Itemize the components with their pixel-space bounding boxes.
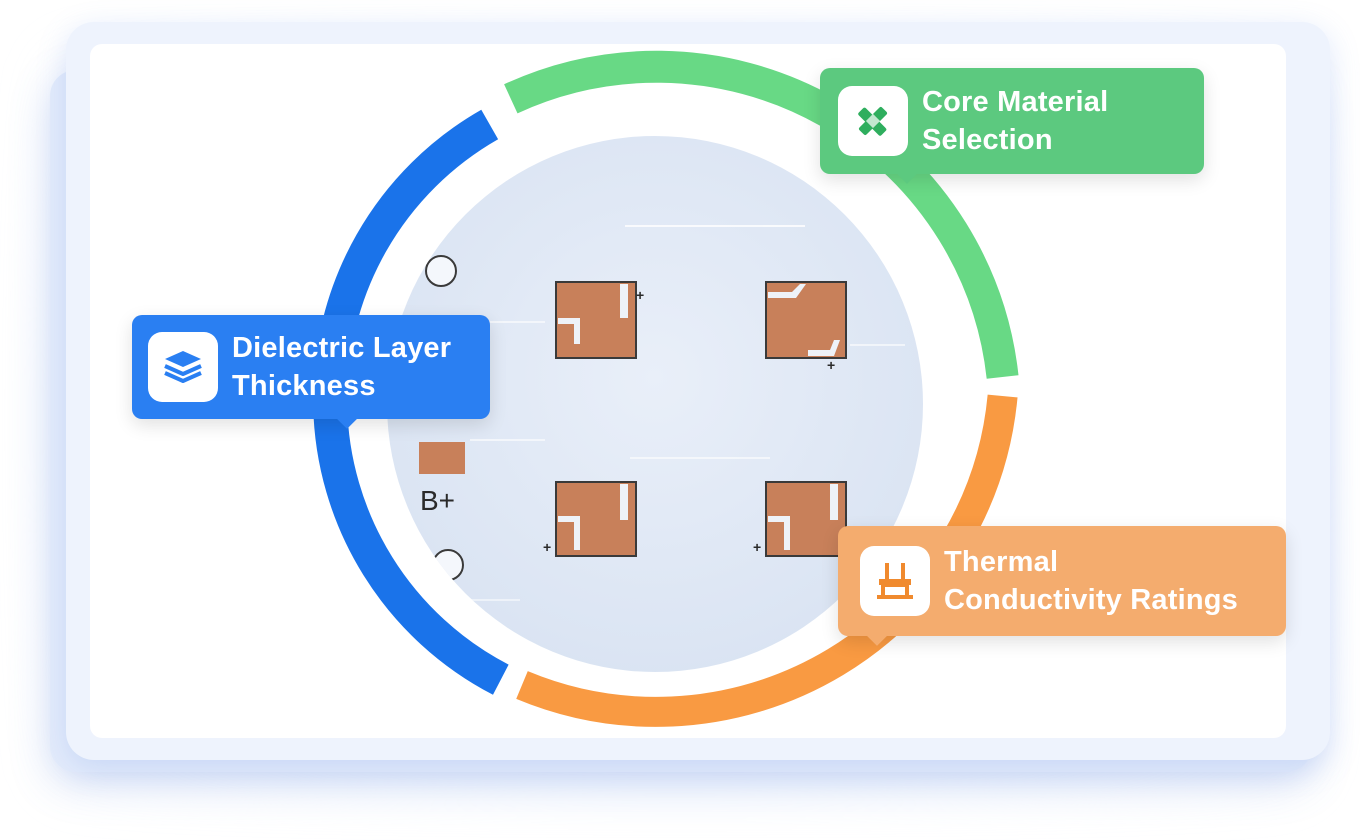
led-pad <box>765 281 847 359</box>
silkscreen-label: B+ <box>420 485 455 516</box>
callout-label: Thermal Conductivity Ratings <box>944 546 1239 616</box>
callout-thermal-conductivity: Thermal Conductivity Ratings <box>838 526 1286 646</box>
icon-tile <box>148 332 218 402</box>
polarity-mark: + <box>636 287 644 303</box>
pencil-ruler-icon <box>858 106 888 136</box>
polarity-mark: + <box>543 539 551 555</box>
callout-core-material: Core Material Selection <box>820 68 1204 184</box>
icon-tile <box>838 86 908 156</box>
ring-segment-orange <box>516 394 1018 727</box>
icon-tile <box>860 546 930 616</box>
callout-label: Core Material Selection <box>922 86 1109 156</box>
heat-sink-icon <box>877 563 913 599</box>
callout-label: Dielectric Layer Thickness <box>232 332 452 402</box>
layers-icon <box>164 351 202 383</box>
test-pad <box>419 442 465 474</box>
polarity-mark: + <box>827 357 835 373</box>
polarity-mark: + <box>753 539 761 555</box>
led-pad <box>555 481 637 557</box>
led-pad <box>765 481 847 557</box>
led-pad <box>555 281 637 359</box>
mounting-hole <box>425 255 457 287</box>
callout-dielectric-layer: Dielectric Layer Thickness <box>132 315 490 429</box>
